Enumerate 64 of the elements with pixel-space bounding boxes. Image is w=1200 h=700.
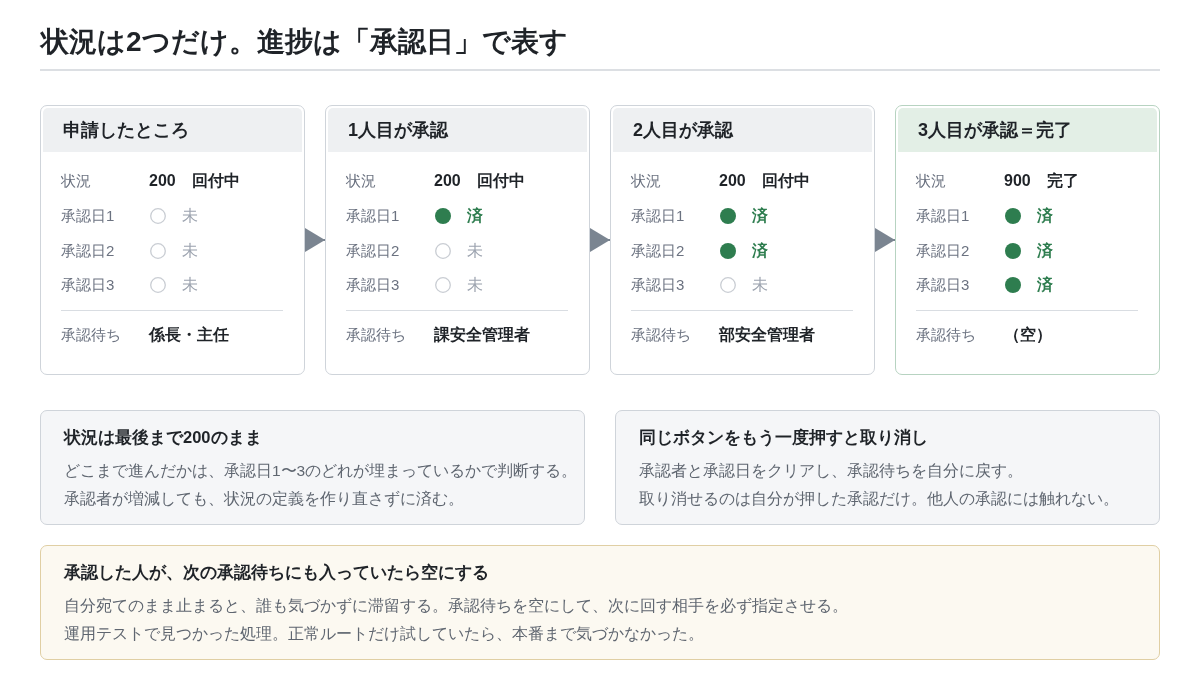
stage-card bbox=[325, 105, 590, 375]
row-label: 承認日3 bbox=[61, 275, 115, 295]
stage-card bbox=[40, 105, 305, 375]
note-heading: 承認した人が、次の承認待ちにも入っていたら空にする bbox=[64, 562, 489, 584]
row-value: 900 完了 bbox=[1004, 170, 1079, 191]
row-label: 承認日3 bbox=[346, 275, 400, 295]
status-text: 済 bbox=[1037, 274, 1053, 295]
row-label: 承認日2 bbox=[916, 241, 970, 261]
arrow bbox=[304, 228, 326, 252]
row-label: 承認日1 bbox=[61, 206, 115, 226]
page-title: 状況は2つだけ。進捗は「承認日」で表す bbox=[41, 24, 568, 59]
status-text: 済 bbox=[1037, 240, 1053, 261]
status-text: 済 bbox=[752, 240, 768, 261]
status-text: 未 bbox=[752, 274, 768, 295]
row-label: 承認日1 bbox=[631, 206, 685, 226]
stage-card bbox=[610, 105, 875, 375]
note-card bbox=[40, 545, 1160, 660]
row-label: 状況 bbox=[631, 171, 661, 191]
row-label: 承認待ち bbox=[346, 325, 406, 345]
row-label: 状況 bbox=[61, 171, 91, 191]
row-label: 承認日3 bbox=[631, 275, 685, 295]
row-label: 承認待ち bbox=[631, 325, 691, 345]
note-text: 承認者と承認日をクリアし、承認待ちを自分に戻す。 bbox=[639, 460, 1023, 481]
row-label: 承認日3 bbox=[916, 275, 970, 295]
row-label: 承認日2 bbox=[631, 241, 685, 261]
row-label: 承認待ち bbox=[916, 325, 976, 345]
row-value: 200 回付中 bbox=[434, 170, 525, 191]
note-text: 自分宛てのまま止まると、誰も気づかずに滞留する。承認待ちを空にして、次に回す相手を必ず指定させる。 bbox=[64, 595, 848, 616]
status-text: 済 bbox=[1037, 205, 1053, 226]
note-text: 取り消せるのは自分が押した承認だけ。他人の承認には触れない。 bbox=[639, 488, 1119, 509]
arrow bbox=[874, 228, 896, 252]
status-text: 済 bbox=[752, 205, 768, 226]
card-title: 1人目が承認 bbox=[348, 119, 448, 143]
row-value: 部安全管理者 bbox=[719, 324, 815, 345]
note-text: どこまで進んだかは、承認日1〜3のどれが埋まっているかで判断する。 bbox=[64, 460, 578, 481]
note-card bbox=[40, 410, 585, 525]
note-heading: 同じボタンをもう一度押すと取り消し bbox=[639, 427, 928, 449]
row-label: 承認日2 bbox=[61, 241, 115, 261]
row-value: 課安全管理者 bbox=[434, 324, 530, 345]
card-title: 申請したところ bbox=[63, 119, 189, 143]
arrow bbox=[589, 228, 611, 252]
note-text: 運用テストで見つかった処理。正常ルートだけ試していたら、本番まで気づかなかった。 bbox=[64, 623, 704, 644]
row-label: 状況 bbox=[346, 171, 376, 191]
row-label: 状況 bbox=[916, 171, 946, 191]
status-text: 未 bbox=[467, 274, 483, 295]
card-title: 2人目が承認 bbox=[633, 119, 733, 143]
status-text: 未 bbox=[182, 274, 198, 295]
row-label: 承認日1 bbox=[346, 206, 400, 226]
note-text: 承認者が増減しても、状況の定義を作り直さずに済む。 bbox=[64, 488, 464, 509]
row-value: 係長・主任 bbox=[149, 324, 229, 345]
row-value: 200 回付中 bbox=[719, 170, 810, 191]
row-value: （空） bbox=[1004, 324, 1052, 345]
row-label: 承認日1 bbox=[916, 206, 970, 226]
status-text: 未 bbox=[182, 205, 198, 226]
status-text: 未 bbox=[182, 240, 198, 261]
note-card bbox=[615, 410, 1160, 525]
note-heading: 状況は最後まで200のまま bbox=[64, 427, 262, 449]
row-value: 200 回付中 bbox=[149, 170, 240, 191]
status-text: 未 bbox=[467, 240, 483, 261]
stage-card bbox=[895, 105, 1160, 375]
card-title: 3人目が承認＝完了 bbox=[918, 119, 1072, 143]
row-label: 承認日2 bbox=[346, 241, 400, 261]
status-text: 済 bbox=[467, 205, 483, 226]
row-label: 承認待ち bbox=[61, 325, 121, 345]
